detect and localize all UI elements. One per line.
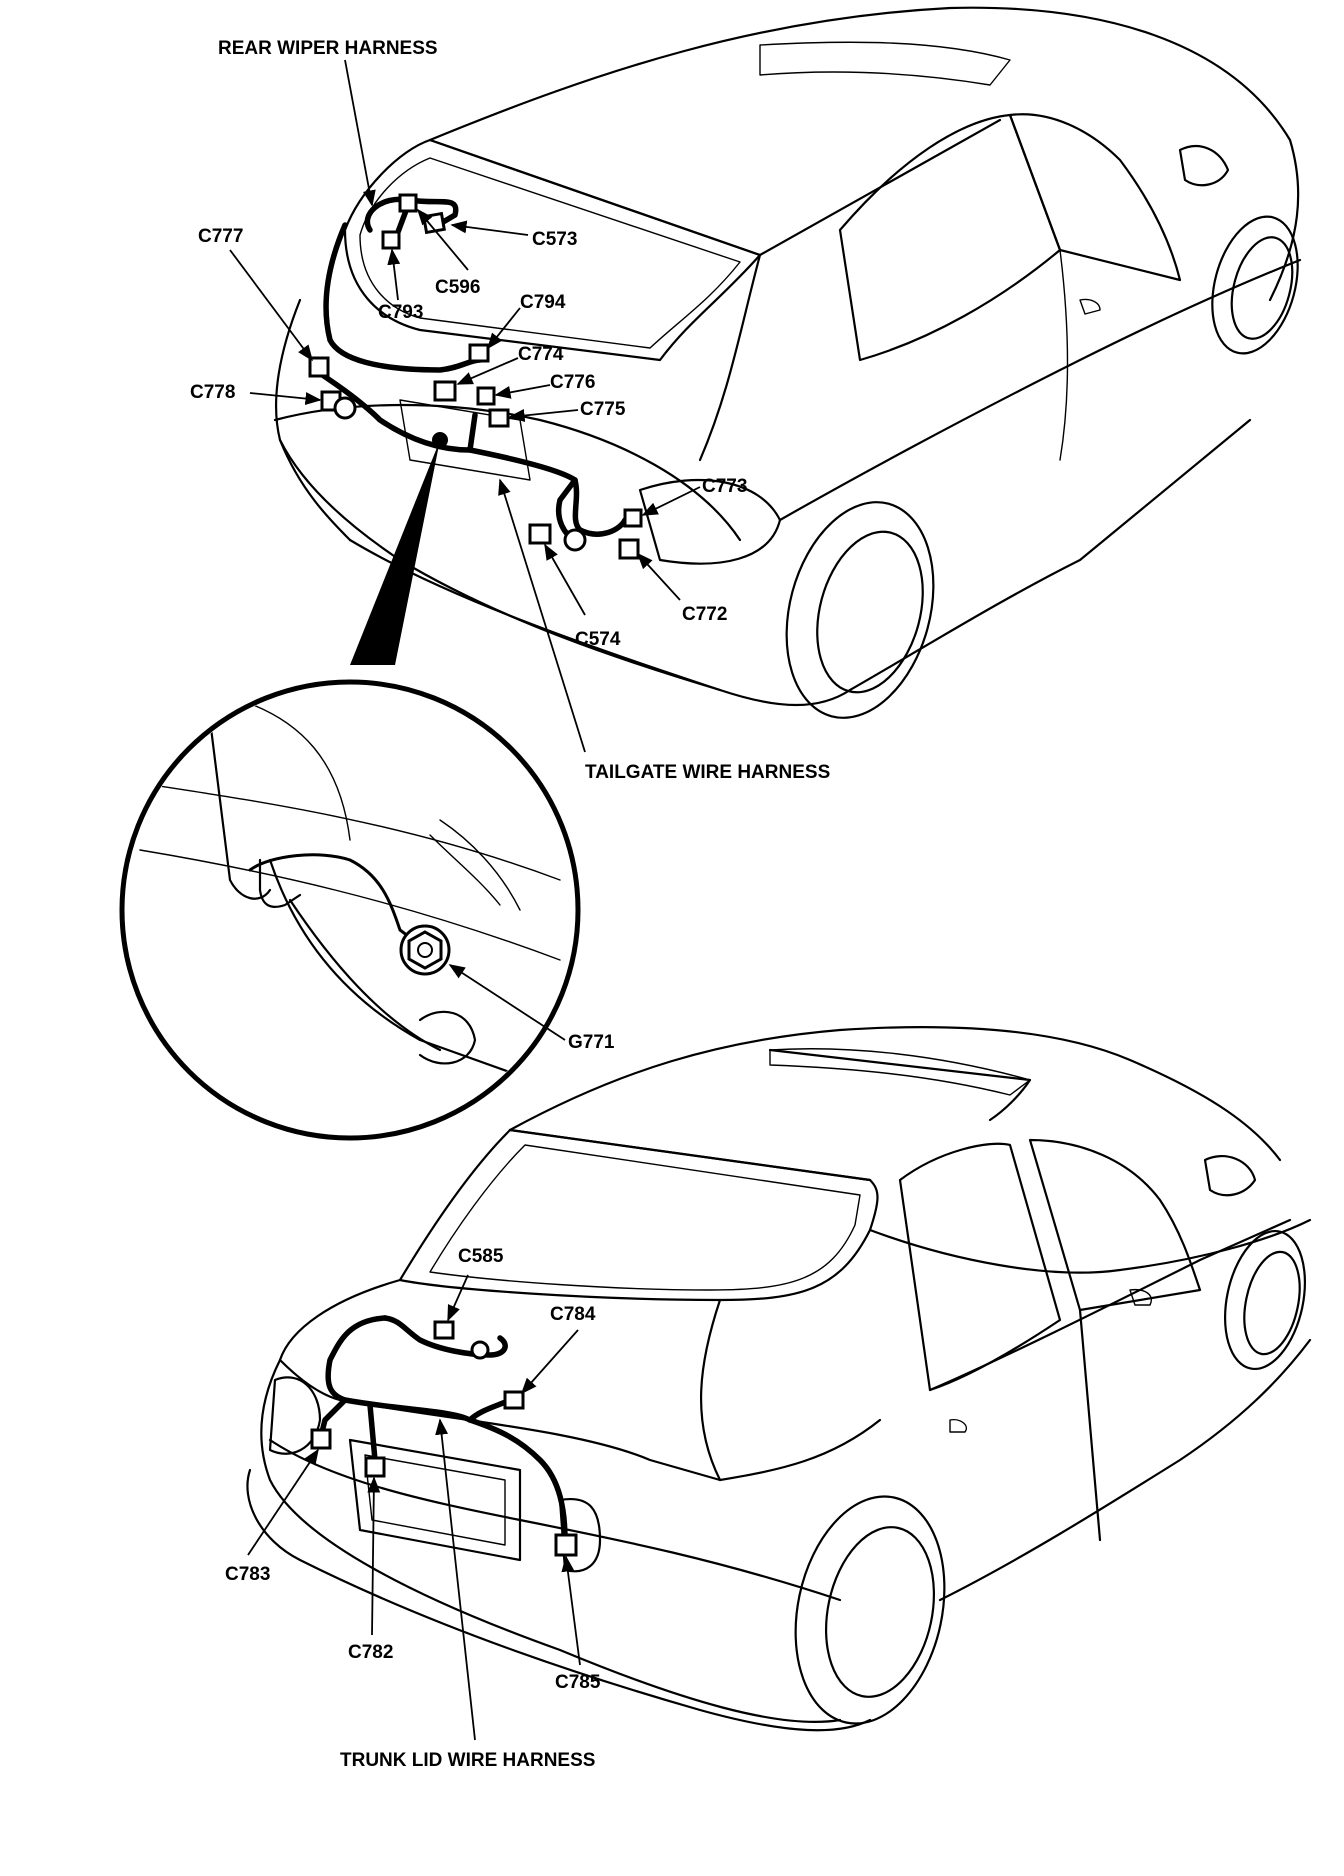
connector-c778-label: C778 [190,382,235,403]
connector-c573-label: C573 [532,229,577,250]
connector-c772-label: C772 [682,604,727,625]
connector-c596-shape [398,193,418,213]
connector-c774-label: C774 [518,344,564,365]
connector-c777-label: C777 [198,226,243,247]
connector-c773-shape [623,508,643,528]
connector-c784-label: C784 [550,1304,596,1325]
connector-c784-shape [503,1390,525,1410]
connector-c574-label: C574 [575,629,621,650]
connector-c783-label: C783 [225,1564,270,1585]
connector-c785-label: C785 [555,1672,601,1693]
connector-c793-label: C793 [378,302,423,323]
ground-detail [119,679,581,1141]
connector-c574-shape [528,523,552,545]
sedan-drawing [246,1026,1312,1741]
connector-c776-label: C776 [550,372,595,393]
hatchback-drawing [229,6,1302,753]
rear-wiper-harness-label: REAR WIPER HARNESS [218,38,438,59]
ground-g771-label: G771 [568,1032,615,1053]
connector-c773-label: C773 [702,476,747,497]
connector-c783-shape [310,1428,332,1450]
connector-c776-shape [476,386,496,406]
connector-c782-shape [364,1456,386,1478]
connector-c777-shape [308,356,330,378]
connector-c775-label: C775 [580,399,626,420]
trunk-lid-wire-harness-label: TRUNK LID WIRE HARNESS [340,1750,595,1771]
connector-c794-shape [468,343,490,363]
connector-c585-label: C585 [458,1246,504,1267]
connector-c794-label: C794 [520,292,566,313]
connector-c774-shape [433,380,457,402]
connector-c596-label: C596 [435,277,480,298]
connector-c782-label: C782 [348,1642,393,1663]
connector-c775-shape [488,408,510,428]
connector-c585-shape [433,1320,455,1340]
connector-c772-shape [618,538,640,560]
connector-c785-shape [554,1533,578,1557]
tailgate-wire-harness-label: TAILGATE WIRE HARNESS [585,762,830,783]
connector-c793-shape [381,230,401,250]
